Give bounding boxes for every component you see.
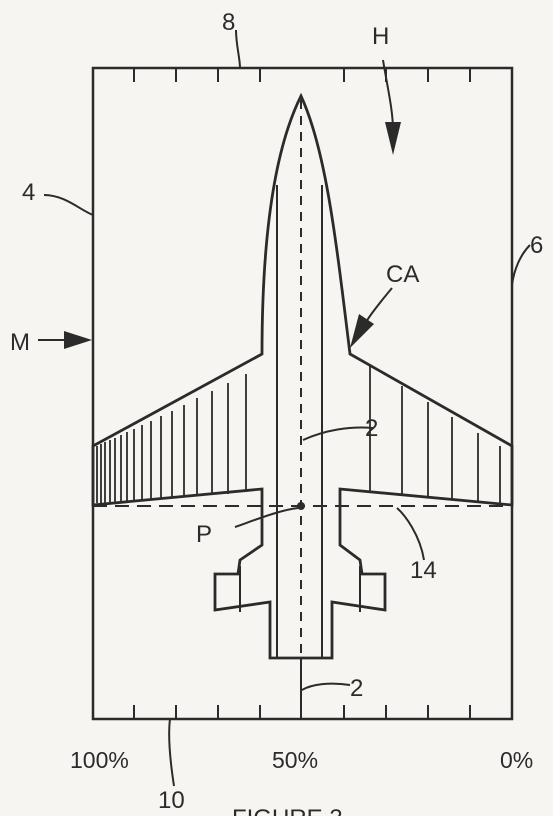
scale-label-100: 100%: [70, 747, 129, 773]
tail-fin-lines: [239, 566, 361, 612]
label-center-axis-upper: 2: [365, 415, 378, 442]
scale-label-50: 50%: [272, 747, 318, 773]
label-aircraft-outline: CA: [386, 261, 419, 288]
label-left-edge: 4: [22, 179, 35, 206]
label-top-edge: 8: [222, 9, 235, 36]
label-heading: H: [372, 23, 389, 50]
left-wing-hatching: [96, 374, 247, 503]
figure-caption: FIGURE 3: [232, 805, 343, 816]
arrow-M: [38, 331, 92, 349]
arrow-CA: [350, 287, 393, 348]
label-horizontal-line: 14: [410, 557, 437, 584]
leader-lines: [43, 29, 531, 787]
display-frame: [91, 66, 514, 721]
label-center-axis-lower: 2: [350, 675, 363, 702]
bottom-edge-ticks: [133, 705, 471, 719]
arrow-H: [382, 59, 401, 155]
pivot-point: [297, 502, 305, 510]
label-marker: M: [10, 329, 30, 356]
label-bottom-edge: 10: [158, 787, 185, 814]
aircraft-outline: [91, 92, 514, 660]
label-right-edge: 6: [530, 232, 543, 259]
scale-label-0: 0%: [500, 747, 533, 773]
label-pivot-point: P: [196, 521, 212, 548]
right-wing-hatching: [369, 366, 501, 503]
top-edge-ticks: [133, 68, 471, 82]
